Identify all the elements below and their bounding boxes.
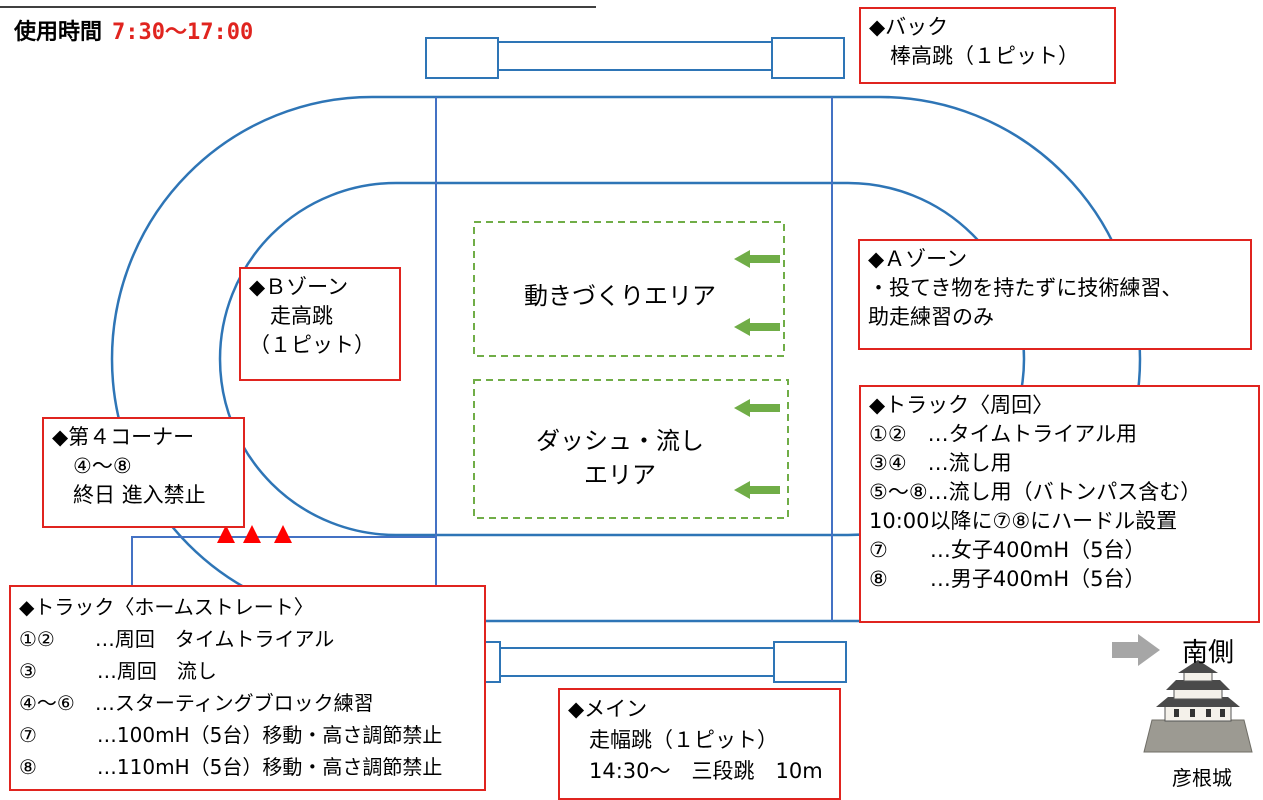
main-pit	[469, 641, 847, 683]
back-box: ◆バック 棒高跳（１ピット）	[859, 7, 1116, 84]
main-box: ◆メイン 走幅跳（１ピット） 14:30〜 三段跳 10m	[558, 688, 841, 800]
castle-label: 彦根城	[1172, 766, 1232, 790]
back-pit	[425, 37, 845, 79]
warning-triangles	[217, 525, 292, 543]
green-arrows	[734, 250, 780, 499]
usage-label: 使用時間	[14, 20, 103, 45]
south-arrow-icon	[1112, 634, 1160, 666]
movement-zone	[473, 221, 785, 357]
b-zone-box: ◆Ｂゾーン 走高跳 （１ピット）	[239, 267, 401, 381]
movement-area-label: 動きづくりエリア	[524, 282, 716, 310]
dash-area-label: ダッシュ・流し エリア	[536, 427, 704, 489]
corner4-box: ◆第４コーナー ④〜⑧ 終日 進入禁止	[42, 417, 245, 528]
usage-time-value: 7:30〜17:00	[112, 20, 254, 45]
dash-zone	[473, 379, 789, 519]
left-arrow-icon	[734, 399, 780, 417]
home-straight-extension	[131, 536, 436, 590]
castle-icon	[1143, 660, 1253, 753]
left-arrow-icon	[734, 250, 780, 268]
warning-triangle-icon	[274, 525, 292, 543]
track-lap-box: ◆トラック〈周回〉 ①② …タイムトライアル用 ③④ …流し用 ⑤〜⑧…流し用（…	[859, 385, 1260, 623]
usage-time: 使用時間 7:30〜17:00	[14, 14, 253, 46]
track-home-box: ◆トラック〈ホームストレート〉 ①② …周回 タイムトライアル ③ …周回 流し…	[9, 585, 486, 791]
warning-triangle-icon	[217, 525, 235, 543]
left-arrow-icon	[734, 318, 780, 336]
left-arrow-icon	[734, 481, 780, 499]
south-label: 南側	[1182, 638, 1235, 668]
warning-triangle-icon	[243, 525, 261, 543]
a-zone-box: ◆Ａゾーン ・投てき物を持たずに技術練習、 助走練習のみ	[858, 239, 1252, 350]
